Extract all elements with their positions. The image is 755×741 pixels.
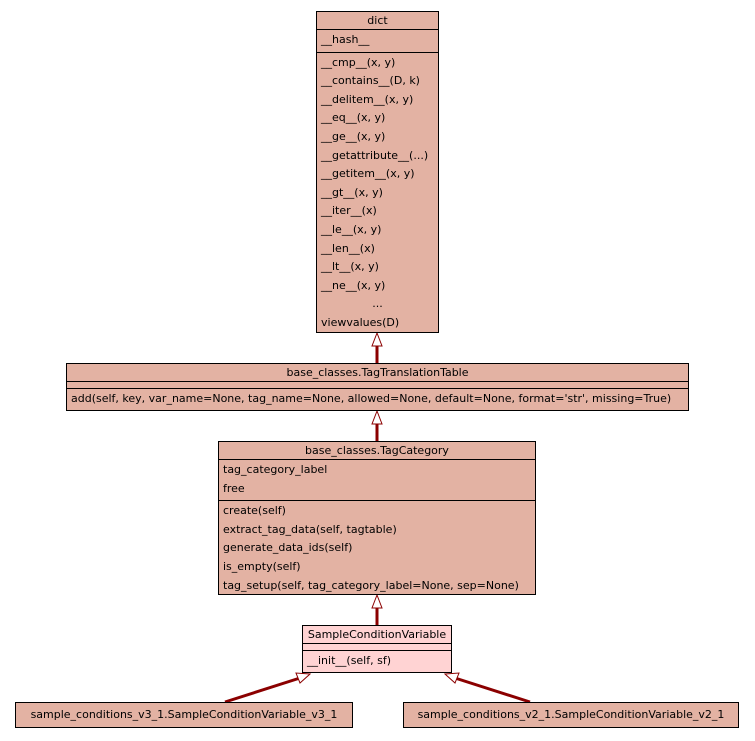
method: __ne__(x, y) [321, 278, 386, 292]
attributes-section [67, 382, 688, 389]
methods-section: add(self, key, var_name=None, tag_name=N… [67, 389, 688, 411]
method: __delitem__(x, y) [321, 92, 414, 106]
class-tag-category[interactable]: base_classes.TagCategory tag_category_la… [218, 441, 536, 595]
method: __iter__(x) [321, 204, 377, 218]
class-sample-condition-variable[interactable]: SampleConditionVariable __init__(self, s… [302, 625, 452, 673]
class-sample-condition-variable-v2-1[interactable]: sample_conditions_v2_1.SampleConditionVa… [403, 702, 739, 728]
attributes-section: __hash__ [317, 30, 438, 53]
class-sample-condition-variable-v3-1[interactable]: sample_conditions_v3_1.SampleConditionVa… [15, 702, 353, 728]
method: __contains__(D, k) [321, 74, 420, 88]
edge-sampleconditionvariable-to-tagcategory [371, 593, 383, 625]
attribute: free [223, 481, 245, 495]
method: __gt__(x, y) [321, 185, 383, 199]
method: extract_tag_data(self, tagtable) [223, 522, 397, 536]
attributes-section [303, 644, 451, 651]
class-title: SampleConditionVariable [303, 626, 451, 644]
method: __ge__(x, y) [321, 129, 386, 143]
method: generate_data_ids(self) [223, 541, 353, 555]
methods-section: __cmp__(x, y) __contains__(D, k) __delit… [317, 53, 438, 335]
method: is_empty(self) [223, 559, 301, 573]
class-title: sample_conditions_v2_1.SampleConditionVa… [417, 708, 725, 721]
method: __lt__(x, y) [321, 260, 379, 274]
method: __eq__(x, y) [321, 111, 386, 125]
method: viewvalues(D) [321, 315, 400, 329]
attribute: tag_category_label [223, 463, 328, 476]
method: add(self, key, var_name=None, tag_name=N… [71, 392, 672, 405]
class-dict[interactable]: dict __hash__ __cmp__(x, y) __contains__… [316, 11, 439, 333]
method: __init__(self, sf) [307, 654, 392, 667]
method: create(self) [223, 504, 286, 518]
edge-v3-1-to-sampleconditionvariable [224, 672, 312, 704]
ellipsis: ... [372, 297, 383, 311]
method: __cmp__(x, y) [321, 55, 396, 69]
edge-v2-1-to-sampleconditionvariable [443, 672, 531, 704]
class-title: base_classes.TagCategory [219, 442, 535, 460]
methods-section: __init__(self, sf) [303, 651, 451, 673]
attributes-section: tag_category_label free [219, 460, 535, 502]
method: tag_setup(self, tag_category_label=None,… [223, 578, 519, 592]
class-title: base_classes.TagTranslationTable [67, 364, 688, 382]
edge-tagcategory-to-tagtranslationtable [371, 409, 383, 441]
method: __getitem__(x, y) [321, 167, 415, 181]
method: __getattribute__(...) [321, 148, 429, 162]
class-tag-translation-table[interactable]: base_classes.TagTranslationTable add(sel… [66, 363, 689, 411]
attribute: __hash__ [321, 33, 370, 46]
class-title: sample_conditions_v3_1.SampleConditionVa… [30, 708, 338, 721]
class-title: dict [317, 12, 438, 30]
method: __le__(x, y) [321, 222, 382, 236]
method: __len__(x) [321, 241, 375, 255]
edge-tagtranslationtable-to-dict [371, 331, 383, 363]
methods-section: create(self) extract_tag_data(self, tagt… [219, 501, 535, 597]
